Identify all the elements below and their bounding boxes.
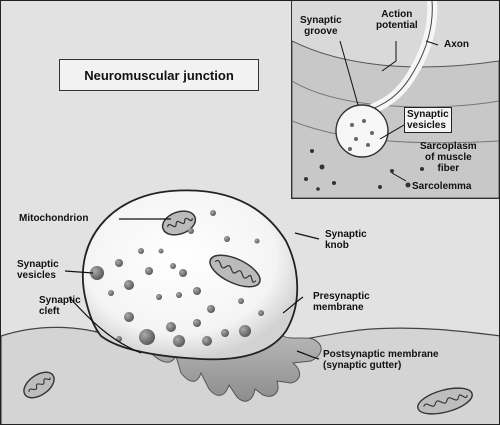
synaptic-knob-shape bbox=[81, 189, 299, 361]
diagram-title: Neuromuscular junction bbox=[59, 59, 259, 91]
synaptic-vesicles bbox=[90, 210, 264, 347]
label-postsynaptic-membrane: Postsynaptic membrane (synaptic gutter) bbox=[323, 349, 439, 371]
mitochondrion-1 bbox=[161, 210, 197, 236]
inset-label-sarcoplasm: Sarcoplasm of muscle fiber bbox=[420, 141, 477, 174]
label-synaptic-cleft: Synaptic cleft bbox=[39, 295, 81, 317]
inset-label-sarcolemma: Sarcolemma bbox=[412, 181, 472, 192]
label-presynaptic-membrane: Presynaptic membrane bbox=[313, 291, 370, 313]
inset-label-axon: Axon bbox=[444, 39, 469, 50]
leader-lines bbox=[64, 218, 320, 360]
inset-illustration bbox=[292, 1, 499, 198]
label-mitochondrion: Mitochondrion bbox=[19, 213, 89, 224]
inset-label-synaptic-groove: Synaptic groove bbox=[300, 15, 342, 37]
muscle-mitochondrion-1 bbox=[23, 371, 55, 399]
mitochondrion-2 bbox=[209, 254, 261, 288]
inset-panel: Synaptic groove Action potential Axon Sy… bbox=[291, 1, 499, 199]
label-synaptic-knob: Synaptic knob bbox=[325, 229, 367, 251]
inset-knob bbox=[335, 104, 389, 158]
inset-label-synaptic-vesicles: Synaptic vesicles bbox=[404, 107, 452, 133]
label-synaptic-vesicles: Synaptic vesicles bbox=[17, 259, 59, 281]
inset-label-action-potential: Action potential bbox=[376, 9, 418, 31]
muscle-mitochondrion-2 bbox=[417, 387, 473, 415]
